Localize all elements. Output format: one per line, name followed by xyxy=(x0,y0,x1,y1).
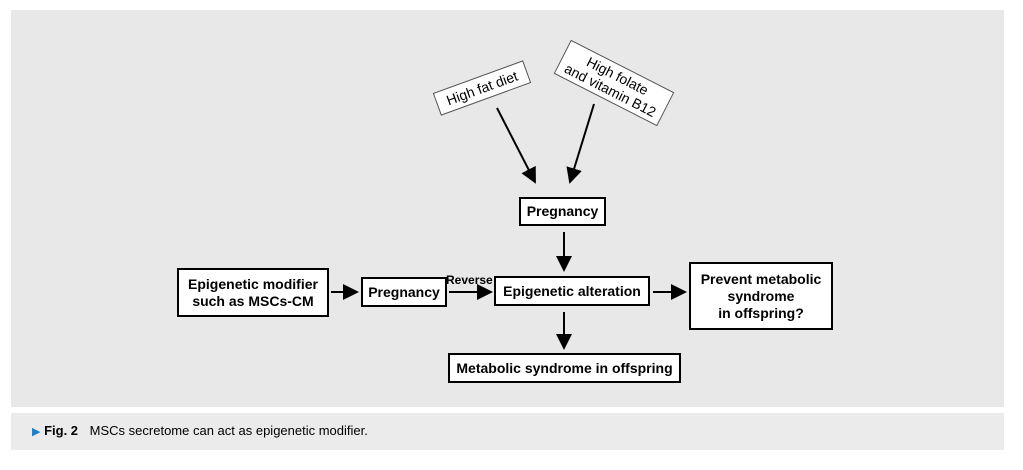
epigenetic-modifier-box: Epigenetic modifier such as MSCs-CM xyxy=(177,268,329,317)
caption-text: MSCs secretome can act as epigenetic mod… xyxy=(89,423,368,438)
pregnancy-left-label: Pregnancy xyxy=(368,283,440,300)
prevent-line1: Prevent metabolic xyxy=(700,270,822,287)
caption-bar: ▶ Fig. 2 MSCs secretome can act as epige… xyxy=(11,413,1004,450)
arrow-folate-to-pregnancy xyxy=(566,103,595,184)
epigenetic-modifier-line1: Epigenetic modifier xyxy=(188,275,318,292)
prevent-line3: in offspring? xyxy=(718,304,804,321)
reverse-label: Reverse xyxy=(446,273,493,287)
prevent-line2: syndrome xyxy=(727,287,795,304)
metabolic-syndrome-box: Metabolic syndrome in offspring xyxy=(448,353,681,383)
pregnancy-left-box: Pregnancy xyxy=(361,277,447,307)
figure-caption: ▶ Fig. 2 MSCs secretome can act as epige… xyxy=(32,423,368,438)
epigenetic-alteration-label: Epigenetic alteration xyxy=(503,282,641,299)
pregnancy-top-label: Pregnancy xyxy=(526,203,599,219)
epigenetic-modifier-line2: such as MSCs-CM xyxy=(192,292,314,309)
pregnancy-top-box: Pregnancy xyxy=(519,197,606,226)
caption-label: Fig. 2 xyxy=(44,423,79,438)
arrow-fat-diet-to-pregnancy xyxy=(496,107,536,184)
prevent-metabolic-box: Prevent metabolic syndrome in offspring? xyxy=(689,262,833,330)
epigenetic-alteration-box: Epigenetic alteration xyxy=(494,276,650,306)
caption-marker-icon: ▶ xyxy=(32,426,41,438)
metabolic-syndrome-label: Metabolic syndrome in offspring xyxy=(456,359,673,376)
